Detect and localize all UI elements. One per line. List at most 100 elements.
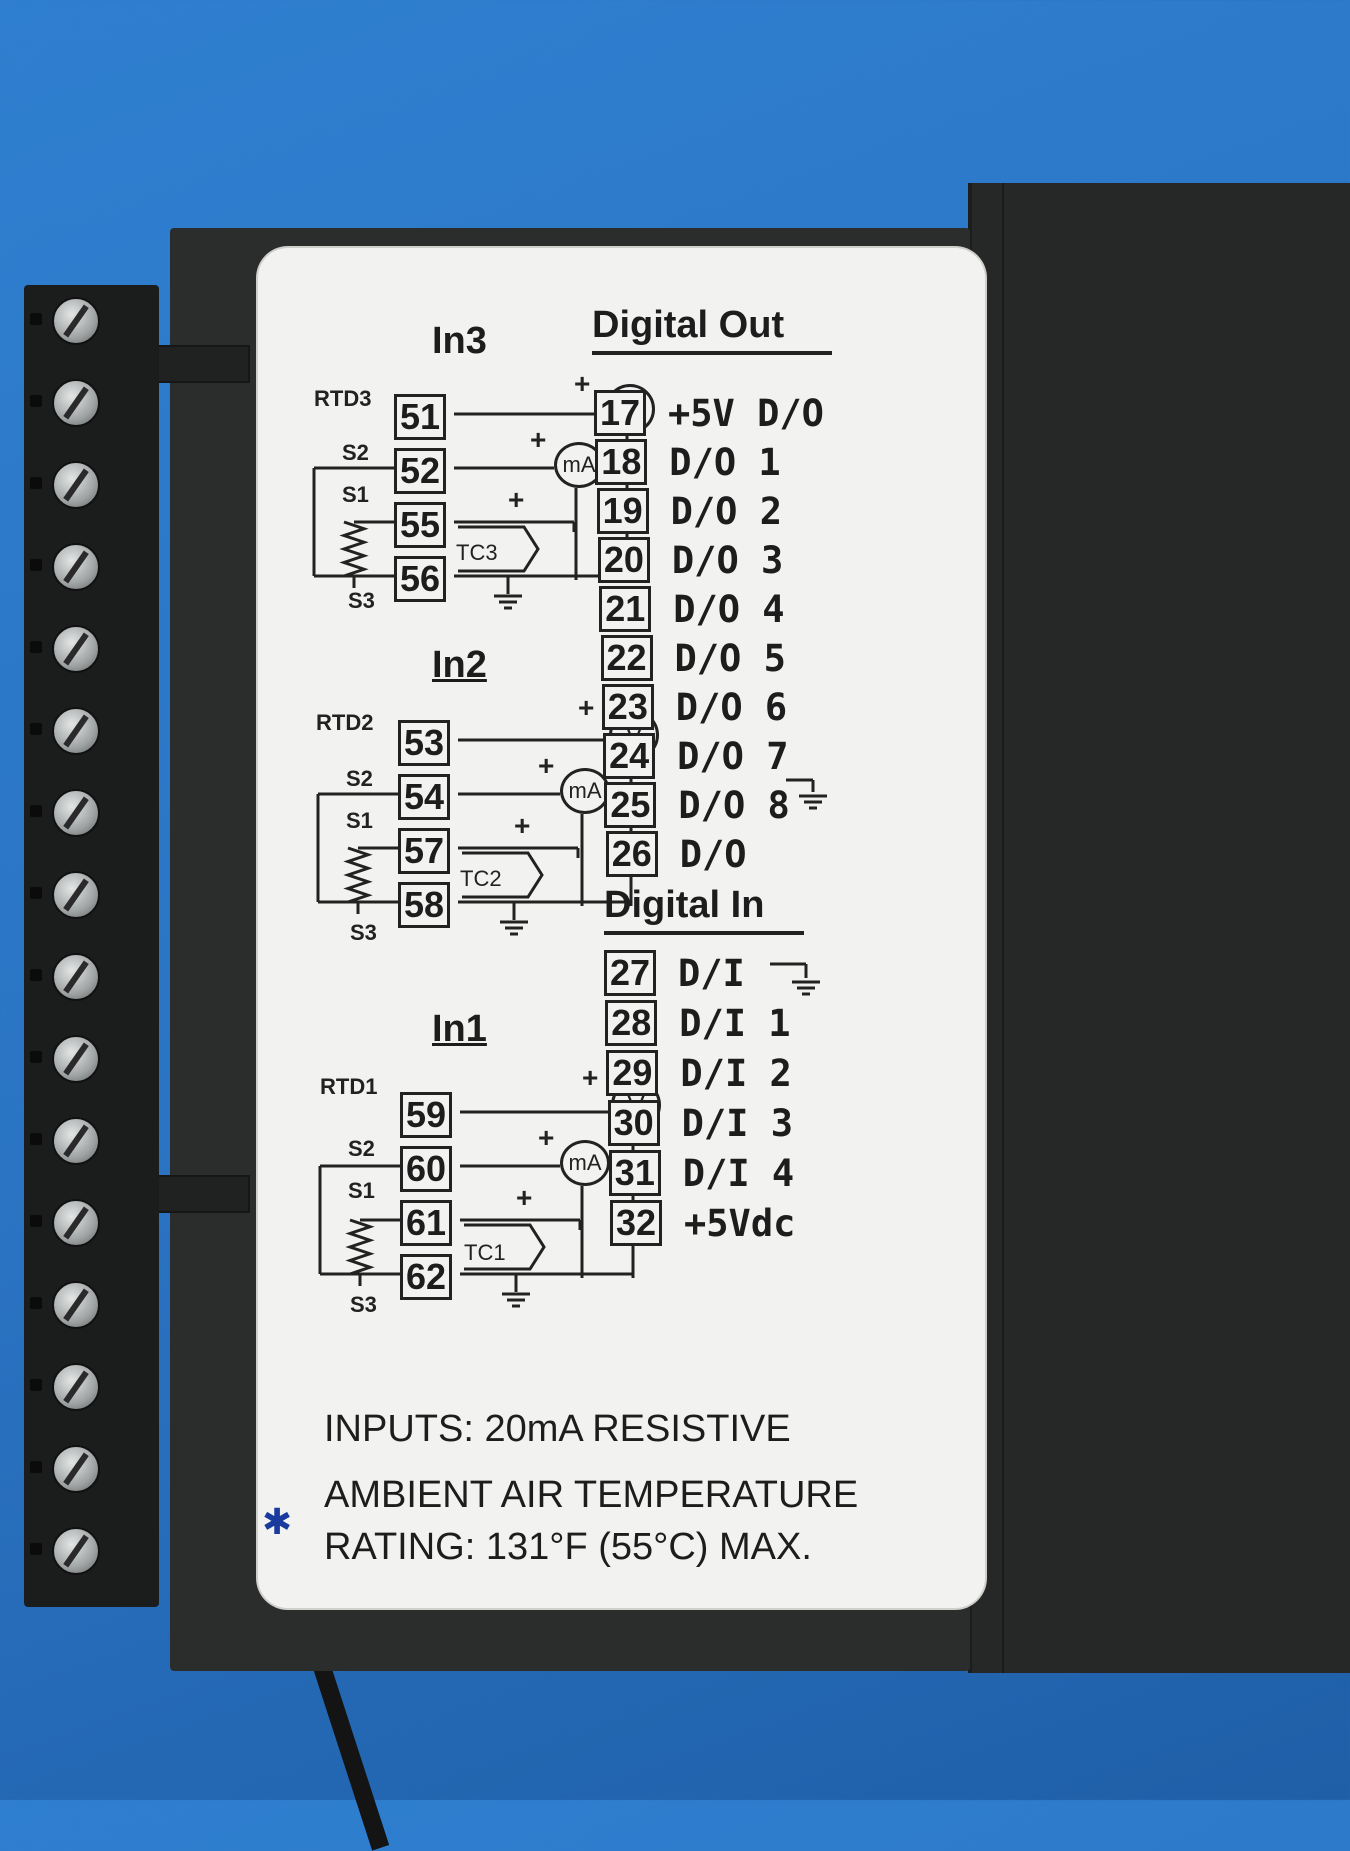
- terminal-19: 19: [596, 488, 649, 534]
- terminal-19-label: D/O 2: [670, 490, 782, 533]
- resistor-icon: [339, 520, 369, 578]
- terminal-20-label: D/O 3: [671, 539, 784, 582]
- terminal-56: 56: [394, 556, 447, 602]
- terminal-29: 29: [606, 1050, 659, 1096]
- terminal-57: 57: [398, 828, 451, 874]
- terminal-52: 52: [394, 448, 447, 494]
- terminal-28-label: D/I 1: [679, 1002, 791, 1045]
- terminal-screw: [52, 1117, 100, 1165]
- mounting-tab-top: [146, 345, 250, 383]
- terminal-screw: [52, 789, 100, 837]
- terminal-pin: [30, 1379, 42, 1391]
- terminal-21: 21: [599, 586, 652, 632]
- terminal-24: 24: [603, 733, 656, 779]
- in1-s1-label: S1: [348, 1178, 375, 1203]
- in1-rtd-label: RTD1: [320, 1074, 378, 1099]
- terminal-screw: [52, 1199, 100, 1247]
- terminal-23: 23: [601, 684, 654, 730]
- terminal-pin: [30, 1051, 42, 1063]
- terminal-27-label: D/I: [678, 952, 745, 995]
- terminal-18-label: D/O 1: [669, 441, 781, 484]
- terminal-29-label: D/I 2: [680, 1052, 792, 1095]
- terminal-22-label: D/O 5: [674, 637, 786, 680]
- terminal-55: 55: [394, 502, 447, 548]
- plus-sign: +: [530, 424, 547, 455]
- plus-sign: +: [574, 368, 591, 399]
- terminal-screw: [52, 1445, 100, 1493]
- terminal-17: 17: [594, 390, 647, 436]
- thermocouple-icon: [464, 1223, 546, 1271]
- terminal-27: 27: [604, 950, 657, 996]
- in2-s1-label: S1: [346, 808, 373, 833]
- resistor-icon: [345, 1218, 375, 1276]
- in2-tc-label: TC2: [460, 866, 502, 891]
- terminal-pin: [30, 477, 42, 489]
- in3-rtd-label: RTD3: [314, 386, 372, 411]
- terminal-screw: [52, 953, 100, 1001]
- terminal-26: 26: [605, 831, 658, 877]
- in2-heading: In2: [432, 644, 487, 686]
- resistor-icon: [343, 846, 373, 904]
- terminal-screw: [52, 379, 100, 427]
- in1-heading: In1: [432, 1008, 487, 1050]
- terminal-28: 28: [605, 1000, 658, 1046]
- terminal-62: 62: [400, 1254, 453, 1300]
- terminal-61: 61: [400, 1200, 453, 1246]
- terminal-block: [24, 285, 159, 1607]
- plus-sign: +: [578, 692, 595, 723]
- in3-heading: In3: [432, 320, 487, 362]
- terminal-23-label: D/O 6: [675, 686, 788, 729]
- terminal-21-label: D/O 4: [673, 588, 785, 631]
- terminal-screw: [52, 707, 100, 755]
- terminal-pin: [30, 1297, 42, 1309]
- terminal-pin: [30, 395, 42, 407]
- plus-sign: +: [508, 484, 525, 515]
- in3-s2-label: S2: [342, 440, 369, 465]
- terminal-32: 32: [610, 1200, 663, 1246]
- terminal-53: 53: [398, 720, 451, 766]
- terminal-screw: [52, 1281, 100, 1329]
- terminal-pin: [30, 805, 42, 817]
- in1-tc-label: TC1: [464, 1240, 506, 1265]
- module-side-panel: [968, 183, 1350, 1673]
- ambient-note-line1: AMBIENT AIR TEMPERATURE: [324, 1474, 859, 1516]
- terminal-32-label: +5Vdc: [684, 1202, 796, 1245]
- thermocouple-icon: [458, 525, 540, 573]
- plus-sign: +: [538, 750, 555, 781]
- ammeter-icon: mA: [560, 1140, 610, 1186]
- terminal-51: 51: [394, 394, 447, 440]
- terminal-screw: [52, 871, 100, 919]
- terminal-17-label: +5V D/O: [668, 392, 824, 435]
- terminal-18: 18: [595, 439, 648, 485]
- in2-s2-label: S2: [346, 766, 373, 791]
- terminal-pin: [30, 641, 42, 653]
- in1-s3-label: S3: [350, 1292, 377, 1317]
- terminal-31-label: D/I 4: [682, 1152, 795, 1195]
- terminal-22: 22: [600, 635, 653, 681]
- terminal-25-label: D/O 8: [678, 784, 790, 827]
- terminal-pin: [30, 559, 42, 571]
- inputs-note: INPUTS: 20mA RESISTIVE: [324, 1408, 791, 1450]
- terminal-60: 60: [400, 1146, 453, 1192]
- terminal-pin: [30, 1543, 42, 1555]
- in2-rtd-label: RTD2: [316, 710, 374, 735]
- pen-mark: ✱: [262, 1502, 293, 1543]
- terminal-20: 20: [597, 537, 650, 583]
- terminal-59: 59: [400, 1092, 453, 1138]
- terminal-31: 31: [608, 1150, 661, 1196]
- terminal-pin: [30, 1215, 42, 1227]
- thermocouple-icon: [462, 851, 544, 899]
- in3-s1-label: S1: [342, 482, 369, 507]
- terminal-screw: [52, 1527, 100, 1575]
- plus-sign: +: [514, 810, 531, 841]
- in2-s3-label: S3: [350, 920, 377, 945]
- terminal-54: 54: [398, 774, 451, 820]
- terminal-screw: [52, 461, 100, 509]
- plus-sign: +: [516, 1182, 533, 1213]
- terminal-26-label: D/O: [679, 833, 747, 876]
- in3-s3-label: S3: [348, 588, 375, 613]
- terminal-30: 30: [607, 1100, 660, 1146]
- in3-tc-label: TC3: [456, 540, 498, 565]
- terminal-screw: [52, 543, 100, 591]
- wiring-label: In3 RTD3 S2 S1 S3 51 52 55 56 V mA TC3 +…: [258, 248, 985, 1608]
